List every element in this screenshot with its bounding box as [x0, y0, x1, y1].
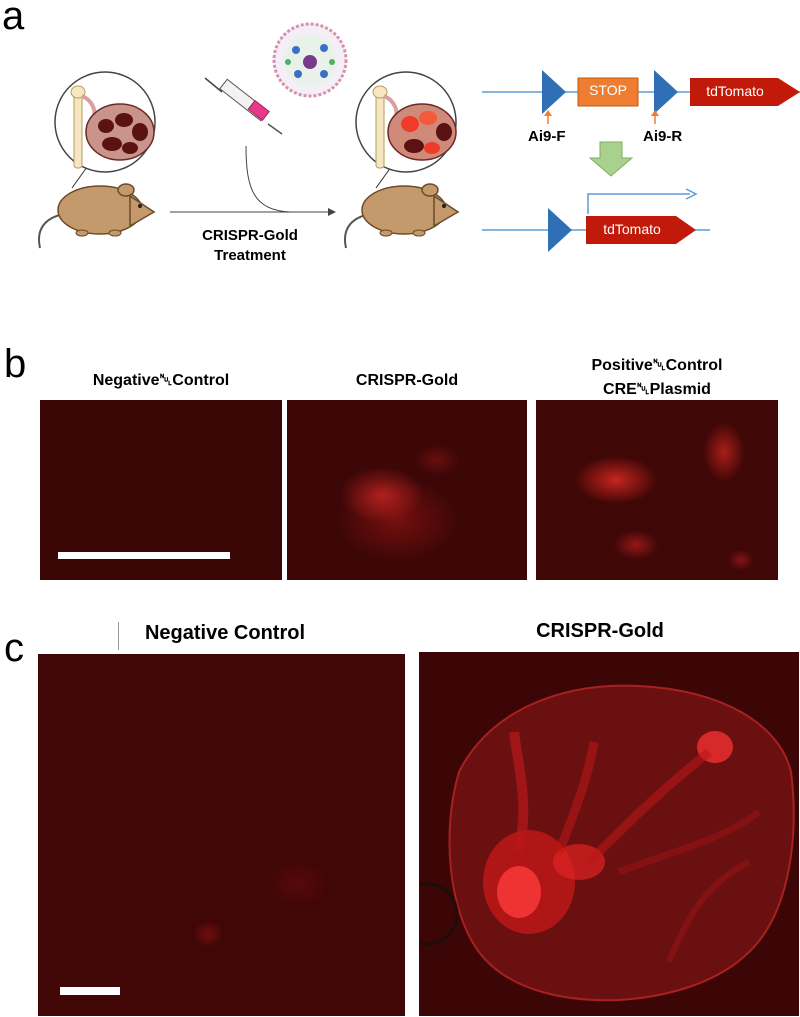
panel-c-letter: c — [4, 626, 24, 670]
micrograph-b-positive-control — [536, 400, 778, 580]
panel-b-header-crispr: CRISPR-Gold — [355, 372, 459, 389]
micrograph-b-crispr-gold — [287, 400, 527, 580]
panel-b-header-positive-line1: Positive␀Control — [591, 357, 723, 374]
panel-c-header-negative: Negative Control — [144, 622, 306, 644]
tissue-section-crispr-gold — [419, 684, 795, 1002]
primer-reverse-label: Ai9-R — [643, 128, 683, 145]
stop-cassette — [577, 77, 639, 107]
syringe-icon — [204, 77, 283, 135]
micrograph-c-negative-control — [38, 654, 405, 1016]
panel-a-letter: a — [2, 0, 25, 38]
construct-after-recombination — [482, 188, 710, 252]
micrograph-b-negative-control — [40, 400, 282, 580]
crispr-gold-nanoparticle-icon — [272, 22, 348, 98]
scale-bar-b — [58, 552, 230, 559]
panel-b-header-negative: Negative␀Control — [92, 372, 230, 389]
treatment-arrow — [170, 145, 336, 216]
treatment-label: CRISPR-Gold Treatment — [180, 226, 320, 266]
panel-b-header-positive: Positive␀Control CRE␀Plasmid — [536, 354, 778, 402]
construct-before-recombination — [482, 70, 800, 124]
tdtomato-gene-arrow — [690, 78, 800, 106]
panel-c-header-crispr: CRISPR-Gold — [536, 620, 664, 642]
scale-bar-c — [60, 987, 120, 995]
loxp-site-1-icon — [542, 70, 566, 114]
stop-label: STOP — [589, 82, 627, 98]
tdtomato-expressed-arrow — [586, 216, 696, 244]
loxp-site-remaining-icon — [548, 208, 572, 252]
mouse-after-treatment — [344, 71, 460, 249]
treatment-label-line1: CRISPR-Gold — [202, 227, 298, 244]
tdtomato-label-after: tdTomato — [603, 221, 661, 237]
tdtomato-label-before: tdTomato — [706, 83, 764, 99]
panel-c-divider — [118, 622, 119, 650]
micrograph-c-crispr-gold — [419, 652, 799, 1016]
panel-a-schematic — [38, 22, 800, 252]
treatment-label-line2: Treatment — [214, 247, 286, 264]
recombination-arrow-icon — [588, 141, 634, 177]
mouse-before-treatment — [38, 71, 156, 249]
panel-b-letter: b — [4, 342, 27, 386]
primer-forward-label: Ai9-F — [528, 128, 566, 145]
loxp-site-2-icon — [654, 70, 678, 114]
transcription-arrow — [587, 193, 690, 214]
panel-b-header-positive-line2: CRE␀Plasmid — [603, 381, 711, 398]
